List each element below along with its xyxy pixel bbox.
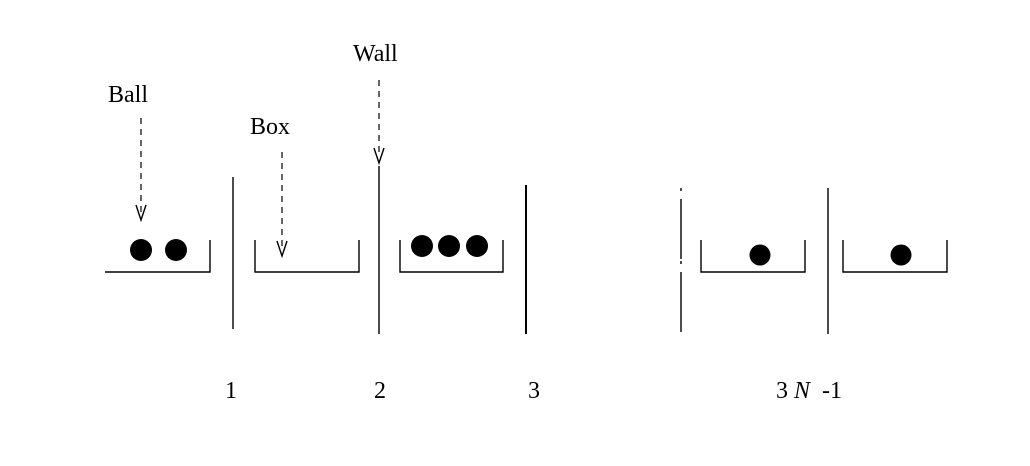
box-arrow: [276, 152, 288, 259]
wall-index-prefix: 3: [776, 378, 788, 404]
ball: [466, 235, 488, 257]
wall-index-2: 2: [374, 378, 386, 404]
ball: [890, 244, 912, 266]
wall-index-1: 1: [225, 378, 237, 404]
wall-arrow: [373, 80, 385, 166]
ball-label: Ball: [108, 82, 148, 108]
wall-label: Wall: [353, 41, 398, 67]
ball: [438, 235, 460, 257]
box-last-minus-1: [700, 240, 806, 273]
ball: [749, 244, 771, 266]
box-1: [105, 239, 211, 273]
ball: [130, 239, 152, 261]
box-last: [842, 240, 948, 273]
wall-index-variable: N: [793, 378, 812, 404]
box-2: [254, 240, 360, 273]
ball: [165, 239, 187, 261]
ball-arrow: [135, 118, 147, 223]
wall-index-suffix: -1: [822, 378, 842, 404]
box-label: Box: [250, 114, 290, 140]
box-3: [399, 235, 504, 273]
wall-index-3n-minus-1: 3 N -1: [776, 378, 842, 404]
wall-index-3: 3: [528, 378, 540, 404]
ball: [411, 235, 433, 257]
